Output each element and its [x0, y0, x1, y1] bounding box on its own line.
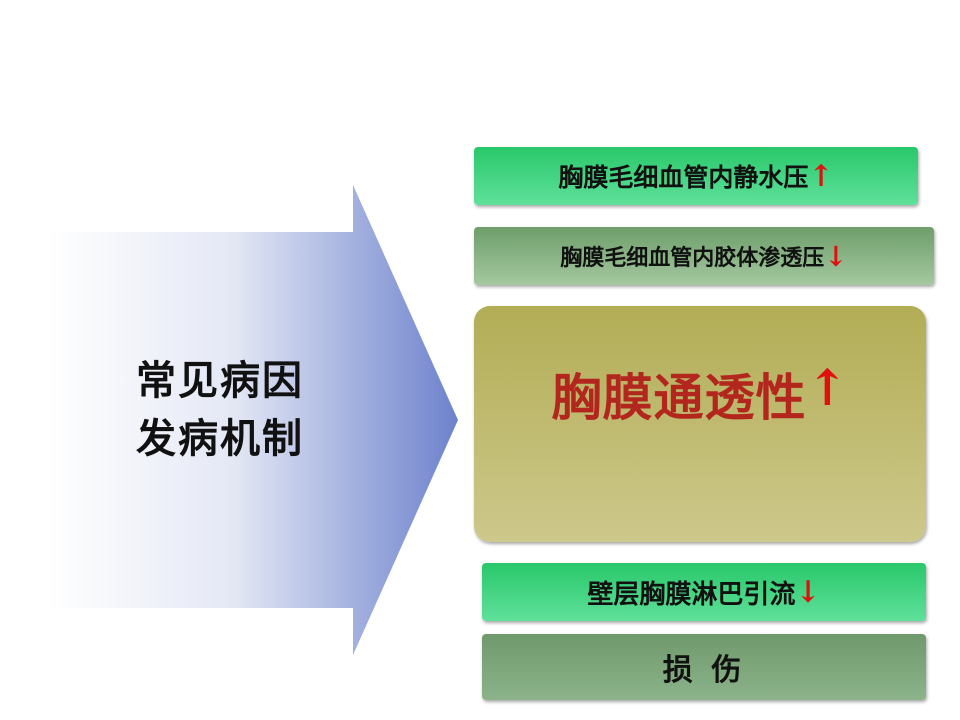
- arrow-label: 常见病因 发病机制: [100, 352, 340, 468]
- up-arrow-icon: ↑: [806, 358, 849, 417]
- permeability-box: 胸膜通透性↑: [474, 306, 926, 542]
- down-arrow-icon: ↓: [824, 239, 848, 273]
- hydrostatic-pressure-label: 胸膜毛细血管内静水压: [558, 163, 809, 192]
- arrow-label-line1: 常见病因: [136, 357, 304, 404]
- oncotic-pressure-box: 胸膜毛细血管内胶体渗透压↓: [474, 227, 934, 285]
- injury-box: 损 伤: [482, 634, 926, 700]
- oncotic-pressure-label: 胸膜毛细血管内胶体渗透压: [560, 245, 825, 271]
- lymph-drainage-label: 壁层胸膜淋巴引流: [587, 579, 796, 610]
- hydrostatic-pressure-box: 胸膜毛细血管内静水压↑: [474, 147, 918, 205]
- arrow-label-line2: 发病机制: [136, 415, 304, 462]
- lymph-drainage-box: 壁层胸膜淋巴引流↓: [482, 563, 926, 621]
- injury-label: 损 伤: [662, 653, 746, 688]
- permeability-label: 胸膜通透性: [551, 368, 807, 427]
- up-arrow-icon: ↑: [808, 158, 834, 194]
- down-arrow-icon: ↓: [795, 574, 821, 610]
